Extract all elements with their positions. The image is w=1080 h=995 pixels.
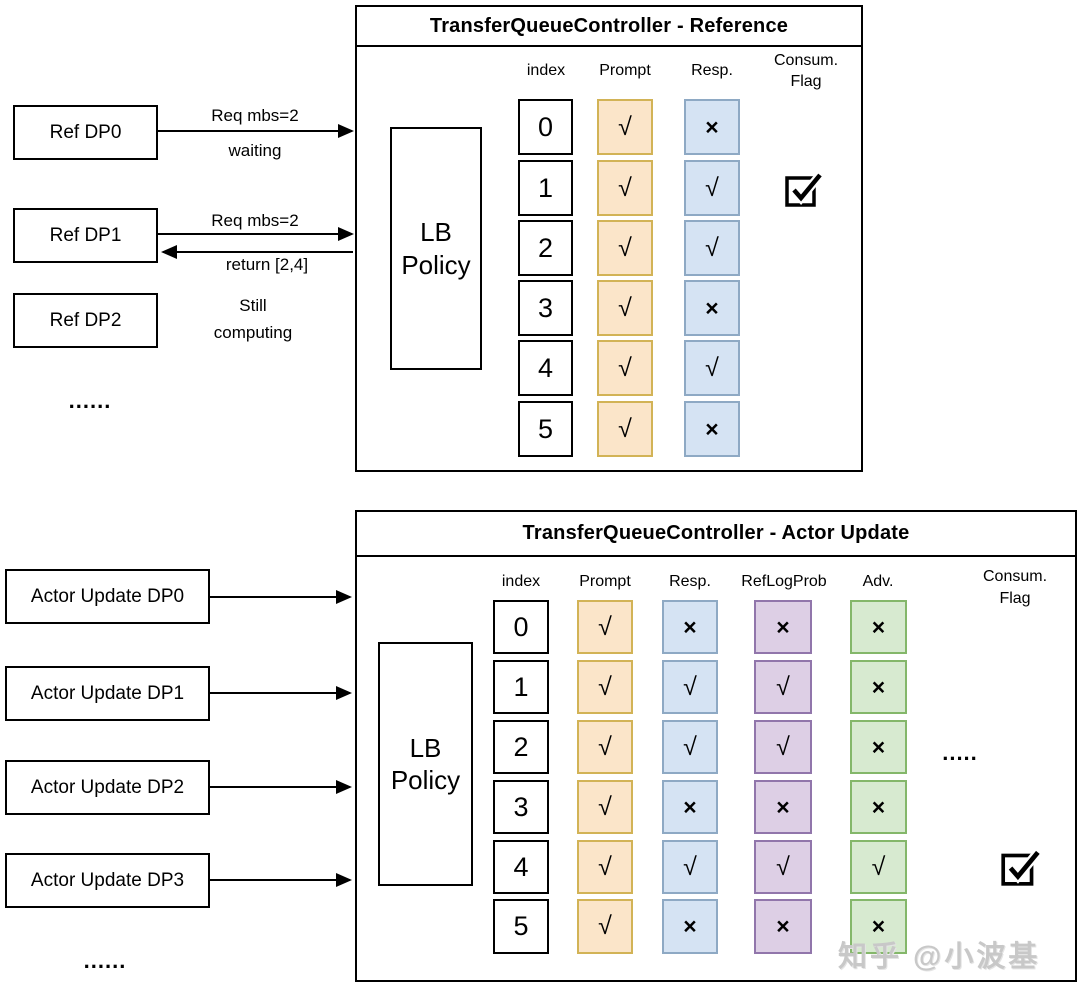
top-index-cell-4: 4 xyxy=(518,340,573,396)
actor-dp2-label: Actor Update DP2 xyxy=(30,776,185,798)
dp1-request-label: Req mbs=2 xyxy=(211,211,299,230)
top-prompt-cell-0: √ xyxy=(597,99,653,155)
actor-dp0-box: Actor Update DP0 xyxy=(5,569,210,624)
actor-dp3-label: Actor Update DP3 xyxy=(30,869,185,891)
bottom-prompt-cell-4: √ xyxy=(577,840,633,894)
bottom-header-adv: Adv. xyxy=(862,573,894,590)
bottom-reflogprob-cell-4: √ xyxy=(754,840,812,894)
top-left-ellipsis: ...... xyxy=(68,388,112,413)
bottom-resp-cell-3: × xyxy=(662,780,718,834)
bottom-index-cell-4: 4 xyxy=(493,840,549,894)
top-prompt-cell-2: √ xyxy=(597,220,653,276)
zhihu-watermark: 知乎 @小波基 xyxy=(838,941,1041,973)
top-header-flag: Flag xyxy=(790,73,822,90)
bottom-index-cell-5: 5 xyxy=(493,899,549,954)
top-lb-line2: Policy xyxy=(401,249,471,280)
bottom-resp-cell-1: √ xyxy=(662,660,718,714)
bottom-adv-cell-1: × xyxy=(850,660,907,714)
bottom-header-resp: Resp. xyxy=(669,573,711,590)
top-lb-line1: LB xyxy=(420,217,452,247)
bottom-adv-cell-5: × xyxy=(850,899,907,954)
bottom-lb-line1: LB xyxy=(409,732,442,763)
top-resp-cell-1: √ xyxy=(684,160,740,216)
top-index-cell-5: 5 xyxy=(518,401,573,457)
bottom-consum-flag-checkbox-icon xyxy=(999,845,1042,887)
actor-update-panel-title: TransferQueueController - Actor Update xyxy=(357,512,1075,557)
top-header-index: index xyxy=(526,62,566,79)
bottom-index-cell-2: 2 xyxy=(493,720,549,774)
top-resp-cell-0: × xyxy=(684,99,740,155)
top-header-prompt: Prompt xyxy=(599,62,651,79)
ref-dp2-box: Ref DP2 xyxy=(13,293,158,348)
bottom-resp-cell-2: √ xyxy=(662,720,718,774)
ref-dp1-label: Ref DP1 xyxy=(49,224,122,246)
bottom-header-consum: Consum. xyxy=(982,568,1048,585)
actor-dp0-label: Actor Update DP0 xyxy=(30,585,185,607)
top-header-resp: Resp. xyxy=(691,62,733,79)
bottom-prompt-cell-2: √ xyxy=(577,720,633,774)
bottom-adv-cell-3: × xyxy=(850,780,907,834)
dp0-waiting-label: waiting xyxy=(228,141,282,160)
bottom-reflogprob-cell-2: √ xyxy=(754,720,812,774)
bottom-prompt-cell-0: √ xyxy=(577,600,633,654)
bottom-adv-cell-4: √ xyxy=(850,840,907,894)
dp1-return-label: return [2,4] xyxy=(225,255,309,274)
bottom-index-cell-3: 3 xyxy=(493,780,549,834)
bottom-header-index: index xyxy=(501,573,541,590)
top-index-cell-0: 0 xyxy=(518,99,573,155)
top-resp-cell-3: × xyxy=(684,280,740,336)
bottom-resp-cell-5: × xyxy=(662,899,718,954)
top-prompt-cell-5: √ xyxy=(597,401,653,457)
bottom-index-cell-1: 1 xyxy=(493,660,549,714)
bottom-reflogprob-cell-1: √ xyxy=(754,660,812,714)
top-resp-cell-4: √ xyxy=(684,340,740,396)
ref-dp0-box: Ref DP0 xyxy=(13,105,158,160)
bottom-resp-cell-4: √ xyxy=(662,840,718,894)
bottom-adv-cell-0: × xyxy=(850,600,907,654)
actor-dp2-box: Actor Update DP2 xyxy=(5,760,210,815)
bottom-index-cell-0: 0 xyxy=(493,600,549,654)
bottom-header-reflogprob: RefLogProb xyxy=(741,573,827,590)
top-index-cell-1: 1 xyxy=(518,160,573,216)
bottom-table-ellipsis: ..... xyxy=(942,740,978,765)
bottom-adv-cell-2: × xyxy=(850,720,907,774)
actor-dp1-box: Actor Update DP1 xyxy=(5,666,210,721)
top-consum-flag-checkbox-icon xyxy=(783,168,824,208)
top-index-cell-2: 2 xyxy=(518,220,573,276)
ref-dp1-box: Ref DP1 xyxy=(13,208,158,263)
top-lb-policy-box: LB Policy xyxy=(390,127,482,370)
top-header-consum: Consum. xyxy=(773,52,839,69)
dp2-still-label: Still xyxy=(239,296,267,315)
bottom-reflogprob-cell-0: × xyxy=(754,600,812,654)
actor-dp3-box: Actor Update DP3 xyxy=(5,853,210,908)
top-resp-cell-2: √ xyxy=(684,220,740,276)
reference-panel-title: TransferQueueController - Reference xyxy=(357,7,861,47)
top-prompt-cell-1: √ xyxy=(597,160,653,216)
actor-dp1-label: Actor Update DP1 xyxy=(30,682,185,704)
bottom-prompt-cell-1: √ xyxy=(577,660,633,714)
bottom-lb-policy-box: LB Policy xyxy=(378,642,473,886)
ref-dp0-label: Ref DP0 xyxy=(49,121,122,143)
bottom-prompt-cell-5: √ xyxy=(577,899,633,954)
bottom-reflogprob-cell-5: × xyxy=(754,899,812,954)
top-resp-cell-5: × xyxy=(684,401,740,457)
top-prompt-cell-3: √ xyxy=(597,280,653,336)
bottom-lb-line2: Policy xyxy=(390,765,461,795)
dp0-request-label: Req mbs=2 xyxy=(211,106,299,125)
bottom-header-flag: Flag xyxy=(999,590,1031,607)
top-prompt-cell-4: √ xyxy=(597,340,653,396)
bottom-left-ellipsis: ...... xyxy=(83,948,127,973)
bottom-prompt-cell-3: √ xyxy=(577,780,633,834)
dp2-computing-label: computing xyxy=(213,323,293,342)
bottom-resp-cell-0: × xyxy=(662,600,718,654)
ref-dp2-label: Ref DP2 xyxy=(49,309,122,331)
top-index-cell-3: 3 xyxy=(518,280,573,336)
bottom-reflogprob-cell-3: × xyxy=(754,780,812,834)
bottom-header-prompt: Prompt xyxy=(579,573,631,590)
